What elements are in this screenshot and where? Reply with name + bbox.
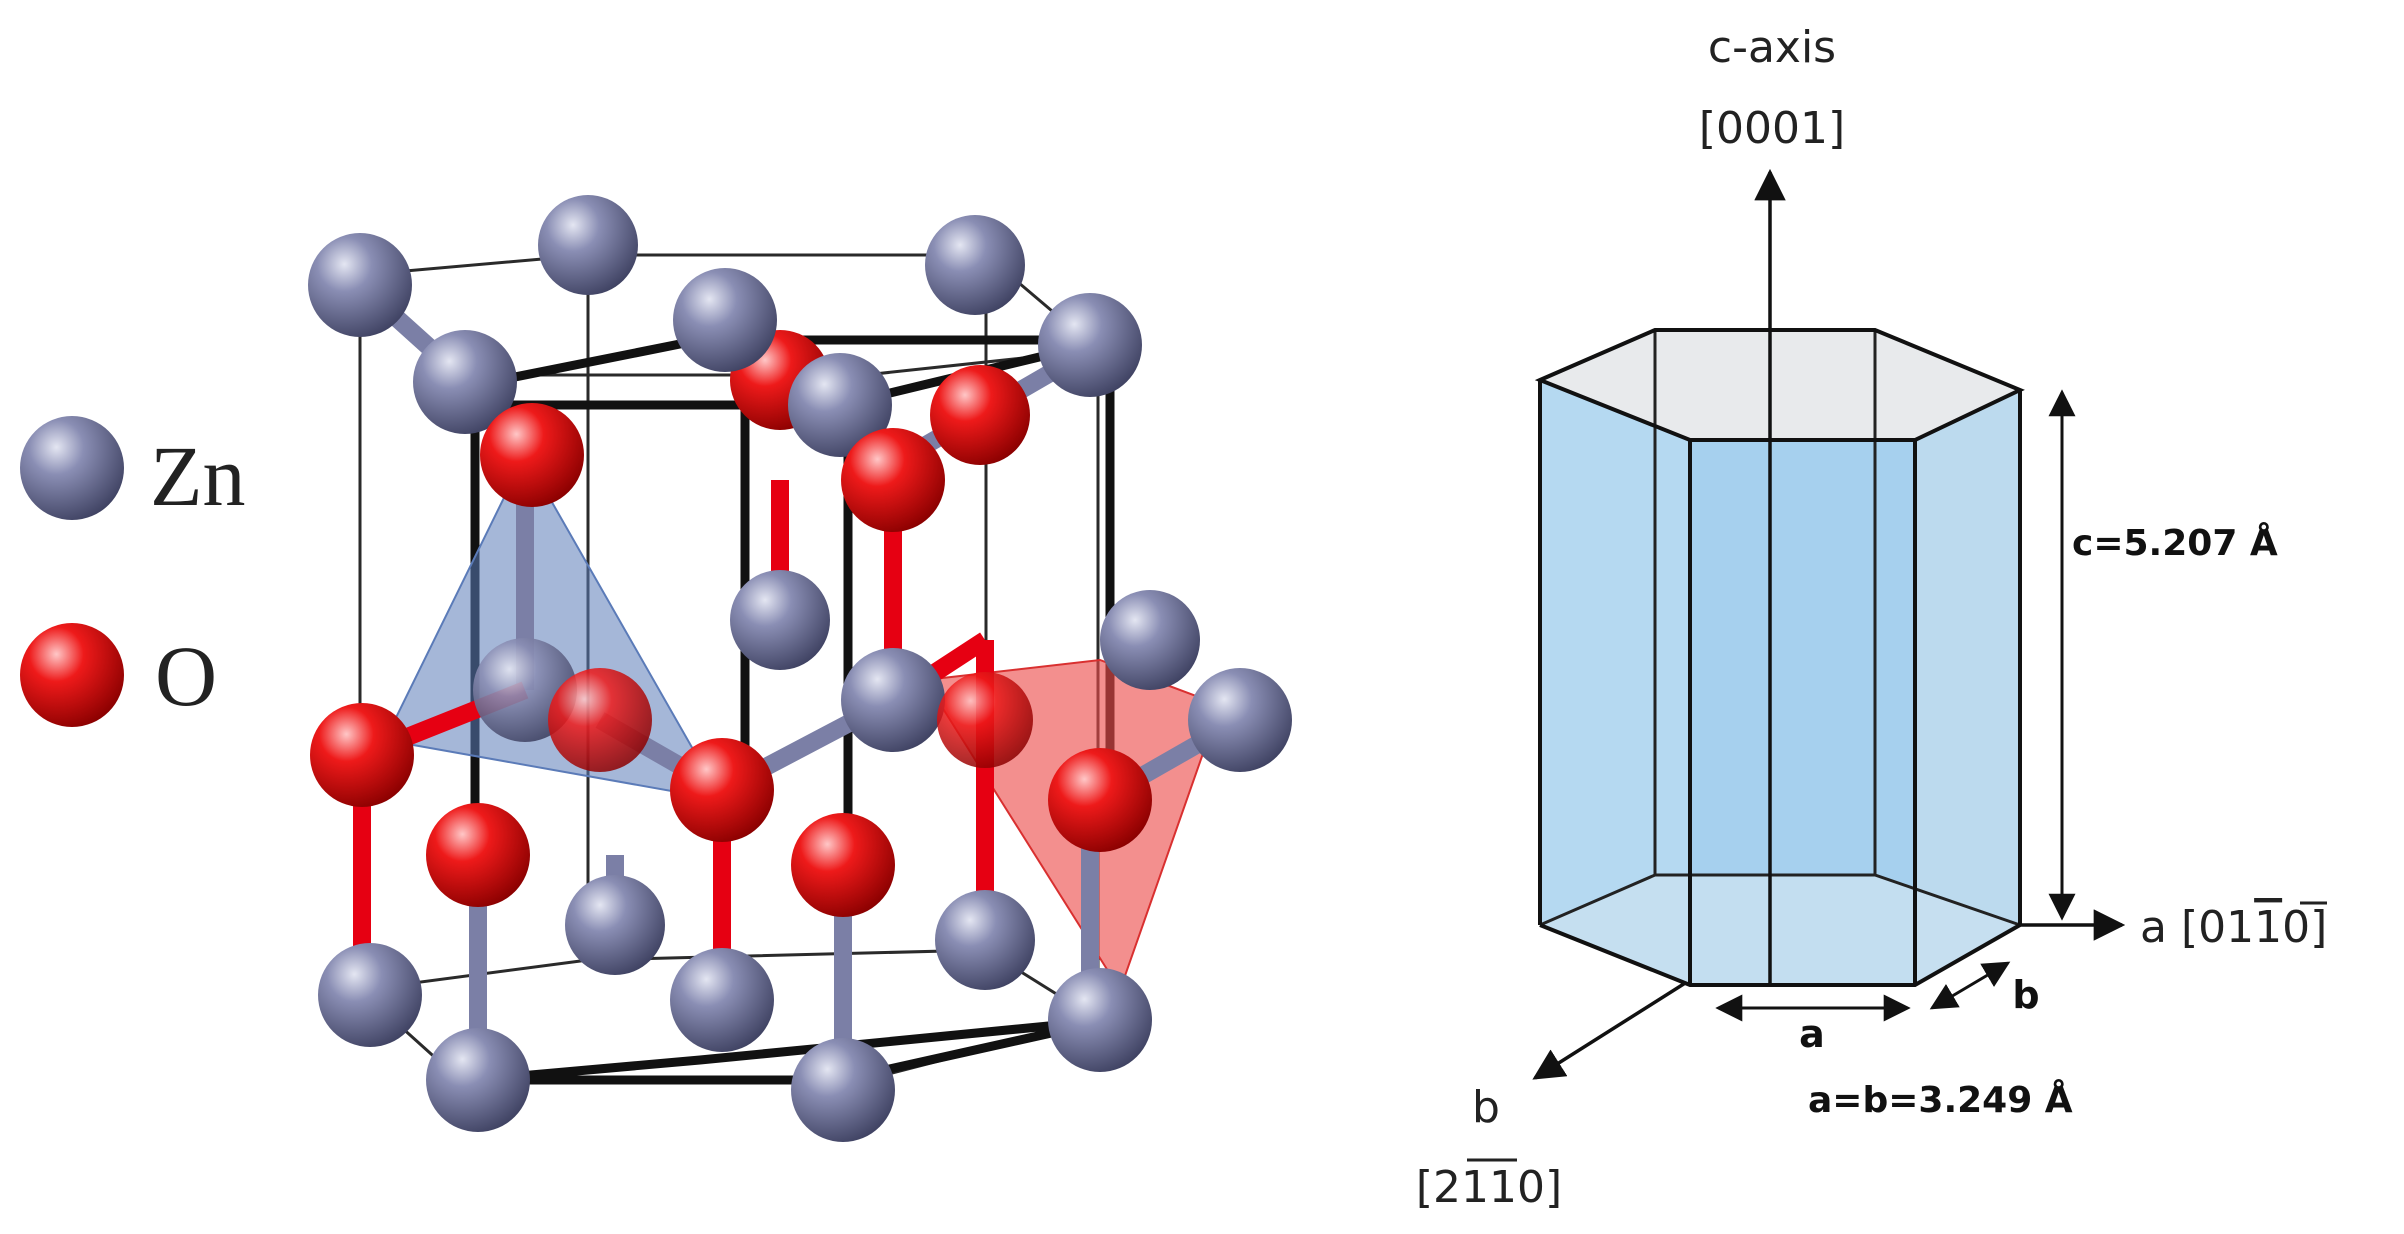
- zn-atom: [538, 195, 638, 295]
- cell-bottom-face: [1540, 875, 2020, 985]
- o-atom: [791, 813, 895, 917]
- zn-atom: [1100, 590, 1200, 690]
- zn-atom: [925, 215, 1025, 315]
- zn-atom: [1038, 293, 1142, 397]
- o-atom: [548, 668, 652, 772]
- zn-atom: [670, 948, 774, 1052]
- a-dimension-label: a: [1799, 1012, 1825, 1056]
- o-atom: [426, 803, 530, 907]
- o-atom: [930, 365, 1030, 465]
- zn-legend-label: Zn: [150, 428, 246, 524]
- blue-tetrahedron: [383, 452, 724, 802]
- legend: Zn O: [20, 416, 246, 727]
- b-dimension-arrow: [1929, 961, 2011, 1010]
- o-atom: [937, 672, 1033, 768]
- zn-atom: [788, 353, 892, 457]
- cell-back-edges: [1539, 330, 2021, 927]
- zno-crystal-structure: [308, 195, 1292, 1142]
- ab-value-label: a=b=3.249 Å: [1808, 1079, 2073, 1121]
- c-axis-label: c-axis: [1708, 22, 1836, 73]
- zn-legend-atom: [20, 416, 124, 520]
- o-atom: [480, 403, 584, 507]
- a-axis-direction-label: a [0110]: [2140, 902, 2327, 953]
- zn-atom: [1048, 968, 1152, 1072]
- b-axis-label: b: [1472, 1082, 1500, 1133]
- zn-atom: [791, 1038, 895, 1142]
- zn-atom: [730, 570, 830, 670]
- zn-atom: [318, 943, 422, 1047]
- cell-top-face: [1540, 330, 2020, 440]
- o-atom: [841, 428, 945, 532]
- cell-front-face: [1690, 440, 1915, 985]
- o-atom: [670, 738, 774, 842]
- o-legend-atom: [20, 623, 124, 727]
- zn-atom: [413, 330, 517, 434]
- zn-atom: [426, 1028, 530, 1132]
- zn-atoms-back: [538, 195, 1035, 990]
- cell-right-face: [1915, 390, 2020, 985]
- o-legend-label: O: [155, 628, 217, 724]
- zn-atom: [565, 875, 665, 975]
- b-dimension-label: b: [2012, 973, 2039, 1017]
- zn-atom: [935, 890, 1035, 990]
- cell-left-face: [1540, 380, 1690, 985]
- zn-atom: [841, 648, 945, 752]
- b-axis-arrow: [1532, 978, 1691, 1080]
- cell-front-edges: [1534, 328, 2025, 987]
- zn-atom: [1188, 668, 1292, 772]
- o-atom: [1048, 748, 1152, 852]
- o-atom: [310, 703, 414, 807]
- hexagonal-cell-diagram: c-axis [0001] a [0110] c=5.207 Å a b a=b…: [1416, 22, 2327, 1213]
- c-axis-direction: [0001]: [1699, 103, 1845, 154]
- c-value-label: c=5.207 Å: [2072, 522, 2278, 564]
- zn-atom: [673, 268, 777, 372]
- b-axis-direction: [2110]: [1416, 1162, 1562, 1213]
- zn-atom: [308, 233, 412, 337]
